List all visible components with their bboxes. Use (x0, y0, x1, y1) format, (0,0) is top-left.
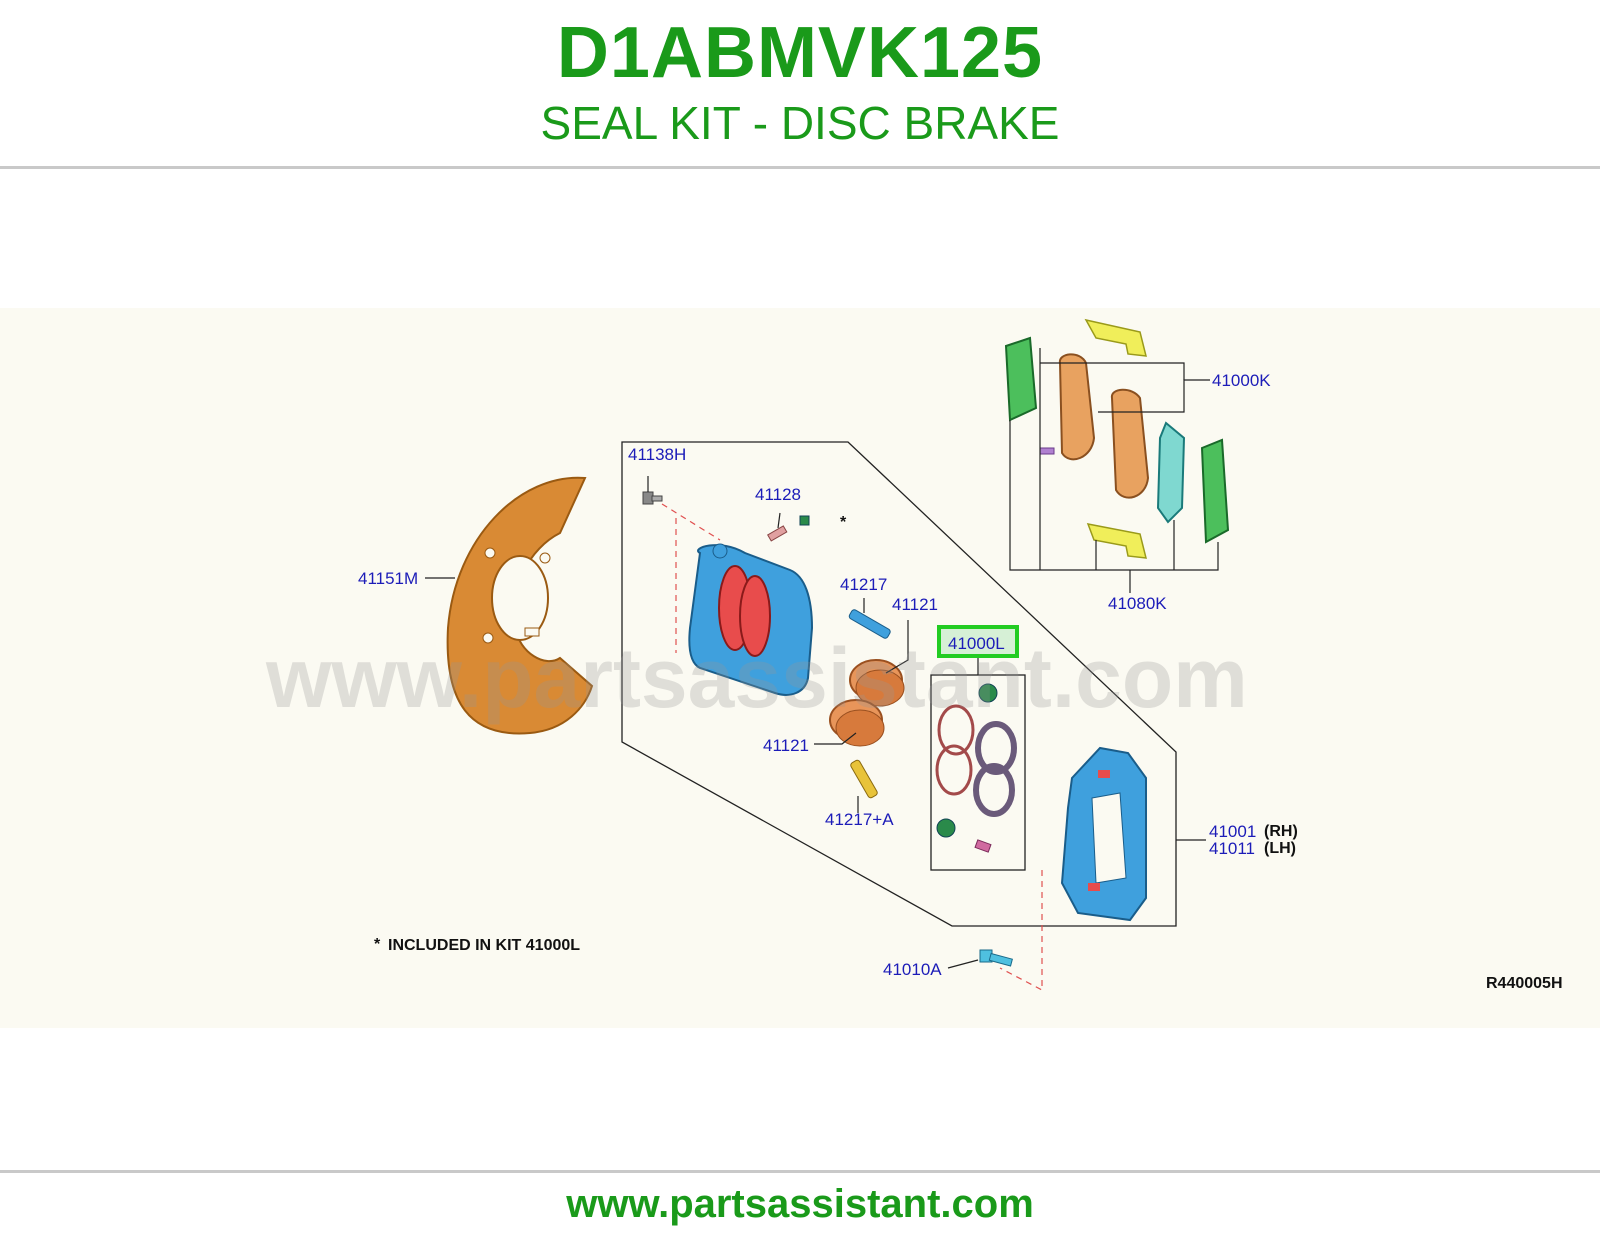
footer-url[interactable]: www.partsassistant.com (566, 1182, 1034, 1226)
piston-41121-bottom (829, 699, 885, 747)
pad-shim-left-green (1004, 336, 1038, 422)
leader-41000K-top (1040, 362, 1185, 380)
callout-41000K[interactable]: 41000K (1212, 371, 1271, 390)
caliper-group-outline (621, 441, 1177, 927)
guide-pin-41217 (848, 609, 891, 639)
callout-41217A[interactable]: 41217+A (825, 810, 894, 829)
cap-green (799, 515, 810, 526)
bleeder-41128 (767, 525, 788, 542)
caliper-bracket (1060, 746, 1147, 922)
footer-divider (0, 1170, 1600, 1173)
seal-kit-parts (935, 683, 1017, 853)
note-asterisk: * (374, 936, 381, 953)
side-label-lh: (LH) (1264, 840, 1296, 857)
dust-shield-41151M (446, 476, 594, 735)
header-divider (0, 166, 1600, 169)
leader-41000K (1098, 379, 1210, 413)
brake-pad-2 (1110, 388, 1150, 499)
pad-shim-right-green (1200, 438, 1230, 544)
leader-41010A (947, 959, 979, 969)
part-number: D1ABMVK125 (556, 13, 1044, 93)
dash-line-caliper (661, 503, 721, 653)
header: D1ABMVK125 SEAL KIT - DISC BRAKE (0, 0, 1600, 168)
callout-41128[interactable]: 41128 (755, 485, 801, 504)
guide-pin-41217A (850, 759, 878, 799)
side-label-rh: (RH) (1264, 823, 1298, 840)
callout-41011[interactable]: 41011 (1209, 839, 1255, 858)
brake-pad-1 (1058, 353, 1096, 461)
callout-41010A[interactable]: 41010A (883, 960, 942, 979)
kit-note: INCLUDED IN KIT 41000L (388, 937, 580, 954)
leader-41080K-bracket (1009, 420, 1219, 571)
callout-41138H[interactable]: 41138H (628, 445, 686, 464)
clip-yellow-top (1084, 318, 1147, 357)
part-name: SEAL KIT - DISC BRAKE (540, 97, 1060, 149)
wear-indicator (1039, 447, 1055, 455)
asterisk-marker: * (840, 514, 847, 531)
diagram-canvas: 41138H 41128 * 41151M 41217 41121 41000L… (358, 318, 1563, 992)
callout-41080K[interactable]: 41080K (1108, 594, 1167, 613)
diagram-code: R440005H (1486, 975, 1563, 992)
leader-41121-top (885, 620, 909, 674)
leader-41128 (777, 512, 781, 529)
callout-41151M[interactable]: 41151M (358, 569, 418, 588)
clip-yellow-bottom (1086, 523, 1147, 559)
callout-41121-top[interactable]: 41121 (892, 595, 938, 614)
callout-41217[interactable]: 41217 (840, 575, 887, 594)
callout-41121-bottom[interactable]: 41121 (763, 736, 809, 755)
callout-41001[interactable]: 41001 (1209, 822, 1256, 841)
shim-teal (1156, 421, 1186, 524)
highlight-box-41000L[interactable] (937, 625, 1019, 658)
callout-41000L[interactable]: 41000L (948, 634, 1005, 653)
watermark: www.partsassistant.com (266, 631, 1248, 725)
dash-line-bracket (999, 870, 1043, 991)
caliper-body (688, 543, 814, 696)
bolt-41010A (979, 949, 1013, 967)
piston-41121-top (849, 659, 905, 707)
leader-41121-bottom (814, 732, 857, 745)
parts-diagram: 41138H 41128 * 41151M 41217 41121 41000L… (0, 308, 1600, 1028)
bolt-41138H (642, 491, 663, 505)
